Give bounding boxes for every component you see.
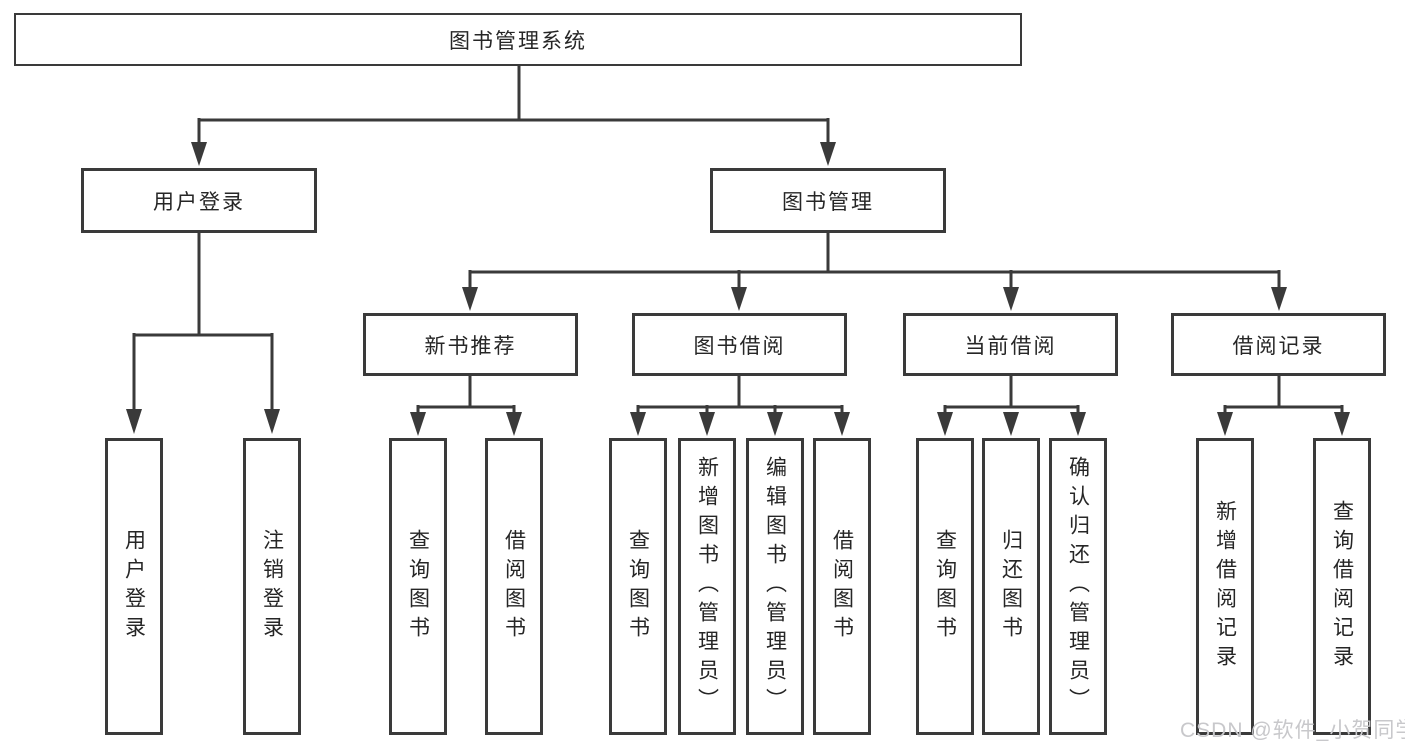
node-current-borrowing: 当前借阅: [903, 313, 1118, 376]
leaf-logout: 注销登录: [243, 438, 301, 735]
leaf-add-borrow-record: 新增借阅记录: [1196, 438, 1254, 735]
leaf-user-login: 用户登录: [105, 438, 163, 735]
node-book-management-label: 图书管理: [782, 190, 874, 214]
leaf-borrow-books-recommend: 借阅图书: [485, 438, 543, 735]
node-user-login-label: 用户登录: [153, 190, 245, 214]
leaf-query-books-current-label: 查询图书: [933, 528, 957, 645]
leaf-borrow-books-borrowing: 借阅图书: [813, 438, 871, 735]
leaf-query-books-borrowing: 查询图书: [609, 438, 667, 735]
leaf-query-books-recommend: 查询图书: [389, 438, 447, 735]
leaf-logout-label: 注销登录: [260, 528, 284, 645]
node-root-label: 图书管理系统: [449, 29, 587, 53]
node-root: 图书管理系统: [14, 13, 1022, 66]
leaf-query-books-current: 查询图书: [916, 438, 974, 735]
leaf-edit-books-admin-label: 编辑图书（管理员）: [763, 456, 787, 717]
leaf-edit-books-admin: 编辑图书（管理员）: [746, 438, 804, 735]
leaf-user-login-label: 用户登录: [122, 528, 146, 645]
leaf-borrow-books-borrowing-label: 借阅图书: [830, 528, 854, 645]
leaf-add-books-admin: 新增图书（管理员）: [678, 438, 736, 735]
leaf-add-borrow-record-label: 新增借阅记录: [1213, 499, 1237, 674]
node-book-management: 图书管理: [710, 168, 946, 233]
leaf-query-books-recommend-label: 查询图书: [406, 528, 430, 645]
leaf-confirm-return-admin: 确认归还（管理员）: [1049, 438, 1107, 735]
node-book-borrowing: 图书借阅: [632, 313, 847, 376]
node-user-login: 用户登录: [81, 168, 317, 233]
node-current-borrowing-label: 当前借阅: [964, 334, 1057, 358]
node-new-book-recommend: 新书推荐: [363, 313, 578, 376]
node-borrowing-records-label: 借阅记录: [1232, 334, 1325, 358]
leaf-query-books-borrowing-label: 查询图书: [626, 528, 650, 645]
csdn-watermark: CSDN @软件_小贺同学: [1180, 719, 1405, 742]
node-borrowing-records: 借阅记录: [1171, 313, 1386, 376]
node-book-borrowing-label: 图书借阅: [693, 334, 786, 358]
leaf-return-books-label: 归还图书: [999, 528, 1023, 645]
node-new-book-recommend-label: 新书推荐: [424, 334, 517, 358]
leaf-add-books-admin-label: 新增图书（管理员）: [695, 456, 719, 717]
leaf-borrow-books-recommend-label: 借阅图书: [502, 528, 526, 645]
leaf-query-borrow-record-label: 查询借阅记录: [1330, 499, 1354, 674]
leaf-return-books: 归还图书: [982, 438, 1040, 735]
leaf-query-borrow-record: 查询借阅记录: [1313, 438, 1371, 735]
leaf-confirm-return-admin-label: 确认归还（管理员）: [1066, 456, 1090, 717]
